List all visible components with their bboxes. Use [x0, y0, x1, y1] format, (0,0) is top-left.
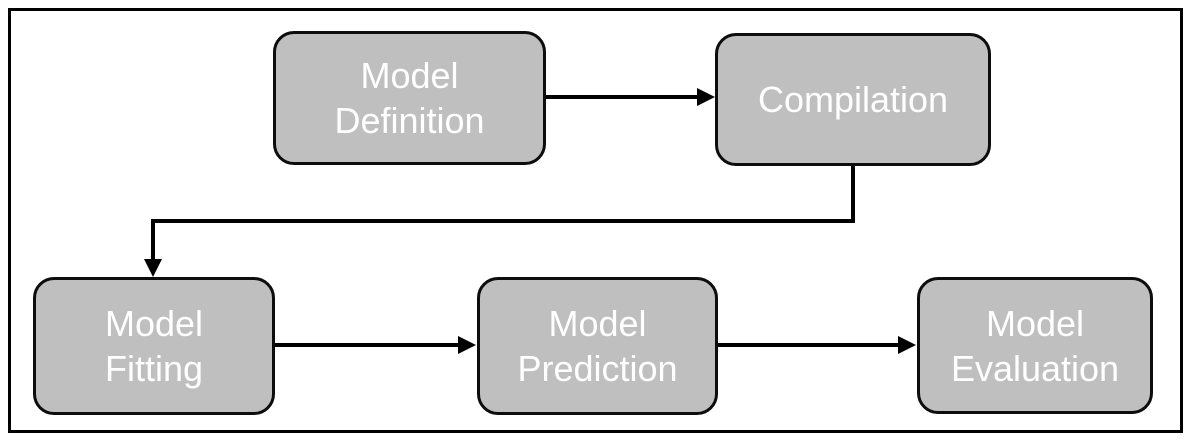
node-model-evaluation: Model Evaluation: [917, 277, 1153, 414]
node-model-definition: Model Definition: [273, 31, 546, 165]
node-model-definition-label: Model Definition: [334, 55, 485, 141]
node-compilation: Compilation: [715, 33, 991, 166]
node-model-evaluation-label: Model Evaluation: [950, 302, 1120, 389]
diagram-frame: [8, 8, 1183, 433]
node-model-prediction-label: Model Prediction: [517, 303, 678, 389]
node-model-fitting: Model Fitting: [33, 277, 275, 415]
node-model-prediction: Model Prediction: [477, 277, 718, 415]
node-compilation-label: Compilation: [757, 79, 949, 120]
node-model-fitting-label: Model Fitting: [104, 303, 204, 389]
